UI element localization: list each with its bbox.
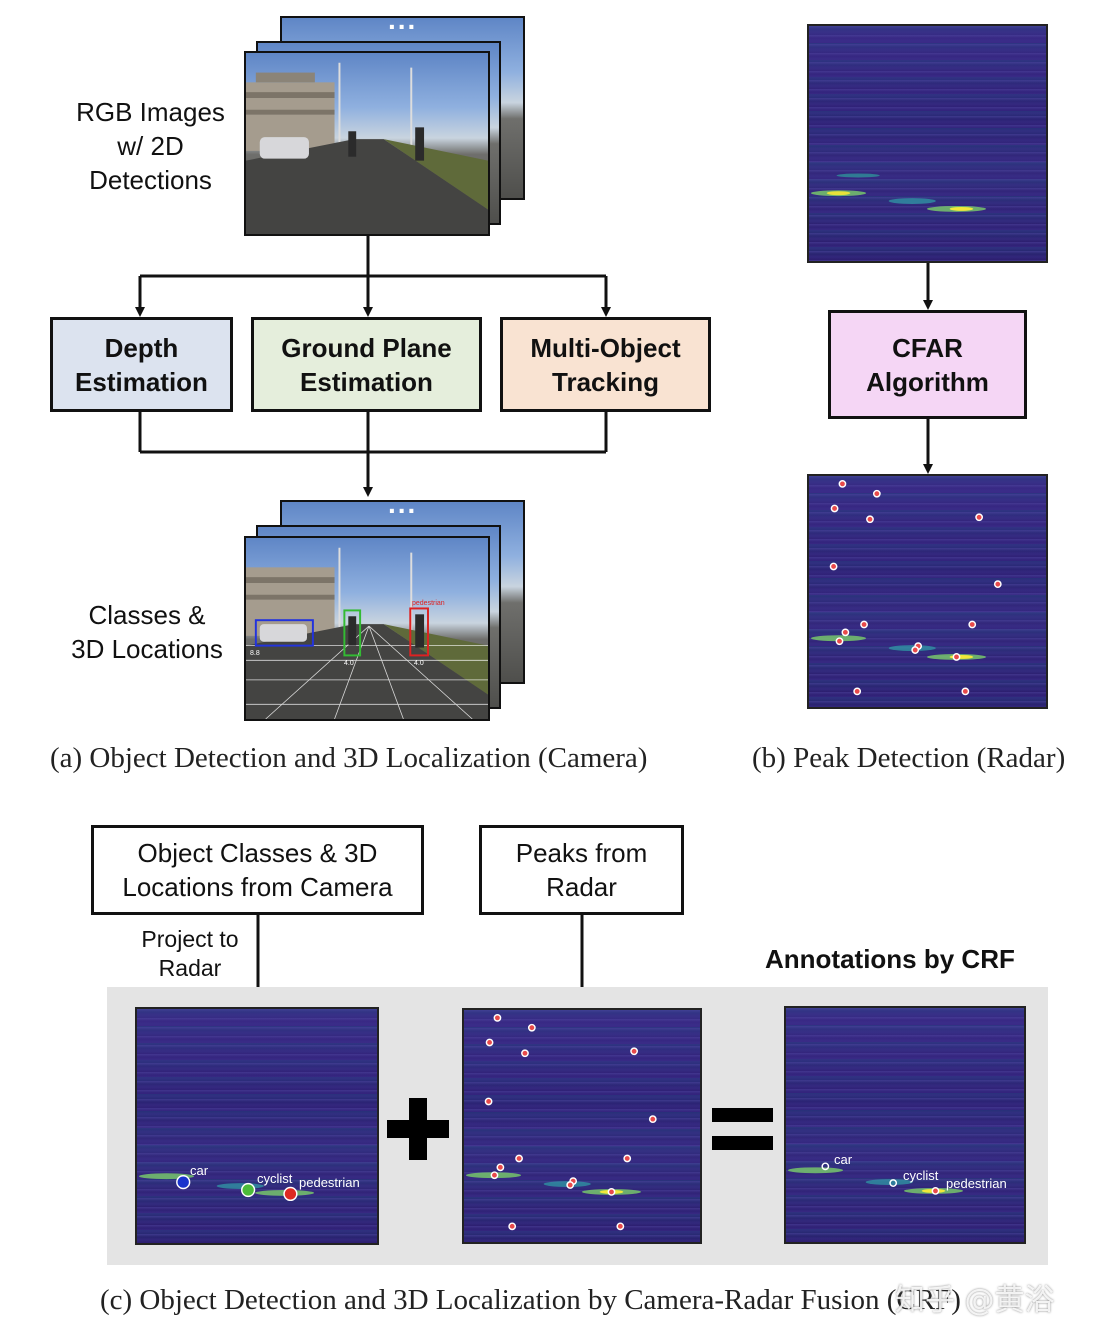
label-pedestrian: pedestrian xyxy=(299,1175,360,1190)
stack-dots-bottom: ... xyxy=(388,488,418,519)
caption-b: (b) Peak Detection (Radar) xyxy=(752,742,1066,774)
crf-label-car: car xyxy=(834,1152,853,1167)
peak-marker xyxy=(515,1154,523,1163)
peak-marker xyxy=(853,687,862,696)
pedestrian-bbox xyxy=(409,607,429,657)
stack-dots-top: ... xyxy=(388,4,418,35)
peak-marker xyxy=(860,620,868,629)
radar-raw-highlights xyxy=(810,173,987,212)
peak-marker xyxy=(648,1115,657,1124)
peak-marker xyxy=(485,1038,494,1047)
projected-objects-layer xyxy=(138,1173,315,1202)
plus-symbol: + xyxy=(387,1098,449,1160)
caption-c: (c) Object Detection and 3D Localization… xyxy=(100,1284,961,1316)
caption-a: (a) Object Detection and 3D Localization… xyxy=(50,742,648,774)
peak-marker xyxy=(872,489,881,498)
radar-heatmap-raw xyxy=(807,24,1048,263)
peak-marker xyxy=(521,1049,529,1058)
watermark: 知乎 @黄浴 xyxy=(895,1283,1055,1318)
output-image-front: 8.8 4.0 pedestrian 4.0 xyxy=(244,536,490,721)
radar-projected-objects: car cyclist pedestrian xyxy=(135,1007,379,1245)
fusion-peaks-layer xyxy=(465,1013,657,1231)
peak-marker xyxy=(835,637,844,646)
det-value-cyclist: 4.0 xyxy=(344,660,354,667)
peak-marker xyxy=(508,1222,517,1231)
peak-marker xyxy=(993,580,1002,589)
peak-marker xyxy=(952,653,961,661)
label-cyclist: cyclist xyxy=(257,1171,293,1186)
road-scene-input xyxy=(246,62,488,234)
input-images-label: RGB Images w/ 2D Detections xyxy=(76,97,225,195)
peak-marker xyxy=(961,687,970,696)
peak-marker xyxy=(975,513,984,522)
peak-marker xyxy=(496,1163,505,1172)
peak-marker xyxy=(484,1097,493,1106)
crf-annotations-layer xyxy=(787,1162,964,1195)
det-value-pedestrian: 4.0 xyxy=(414,660,424,667)
annotations-title: Annotations by CRF xyxy=(765,944,1015,974)
peak-marker xyxy=(838,479,847,488)
radar-heatmap-peaks xyxy=(807,474,1048,709)
pedestrian-annotation-marker xyxy=(931,1187,940,1195)
peak-marker xyxy=(607,1188,616,1196)
peak-marker xyxy=(527,1023,536,1032)
peak-marker xyxy=(866,515,874,524)
car-bbox xyxy=(254,619,314,647)
project-to-radar-label: Project to Radar xyxy=(141,926,239,981)
radar-peaks-fusion xyxy=(462,1008,702,1244)
cyclist-bbox xyxy=(343,609,362,657)
peak-marker xyxy=(490,1171,499,1180)
input-image-front xyxy=(244,51,490,236)
output-label: Classes & 3D Locations xyxy=(71,600,223,664)
car-marker xyxy=(176,1174,191,1190)
cyclist-marker xyxy=(241,1182,256,1198)
crf-label-pedestrian: pedestrian xyxy=(946,1176,1007,1191)
det-value-car: 8.8 xyxy=(250,650,260,657)
radar-crf-annotations: car cyclist pedestrian xyxy=(784,1006,1026,1244)
crf-label-cyclist: cyclist xyxy=(903,1168,939,1183)
peak-marker xyxy=(829,562,838,571)
label-car: car xyxy=(190,1163,209,1178)
equals-symbol: = xyxy=(712,1108,773,1150)
peak-marker xyxy=(968,620,977,629)
det-label-pedestrian: pedestrian xyxy=(412,600,445,607)
road-scene-output xyxy=(246,547,488,719)
peak-marker xyxy=(566,1181,575,1189)
cyclist-annotation-marker xyxy=(889,1179,898,1187)
peak-marker xyxy=(630,1047,638,1056)
peak-marker xyxy=(623,1154,632,1163)
peak-marker xyxy=(911,646,920,654)
peak-marker xyxy=(830,504,839,513)
peak-marker xyxy=(616,1222,625,1231)
car-annotation-marker xyxy=(821,1162,830,1171)
peak-marker xyxy=(493,1013,502,1022)
pedestrian-marker xyxy=(283,1186,298,1202)
radar-peaks-layer xyxy=(810,479,1002,696)
peak-marker xyxy=(841,628,850,637)
